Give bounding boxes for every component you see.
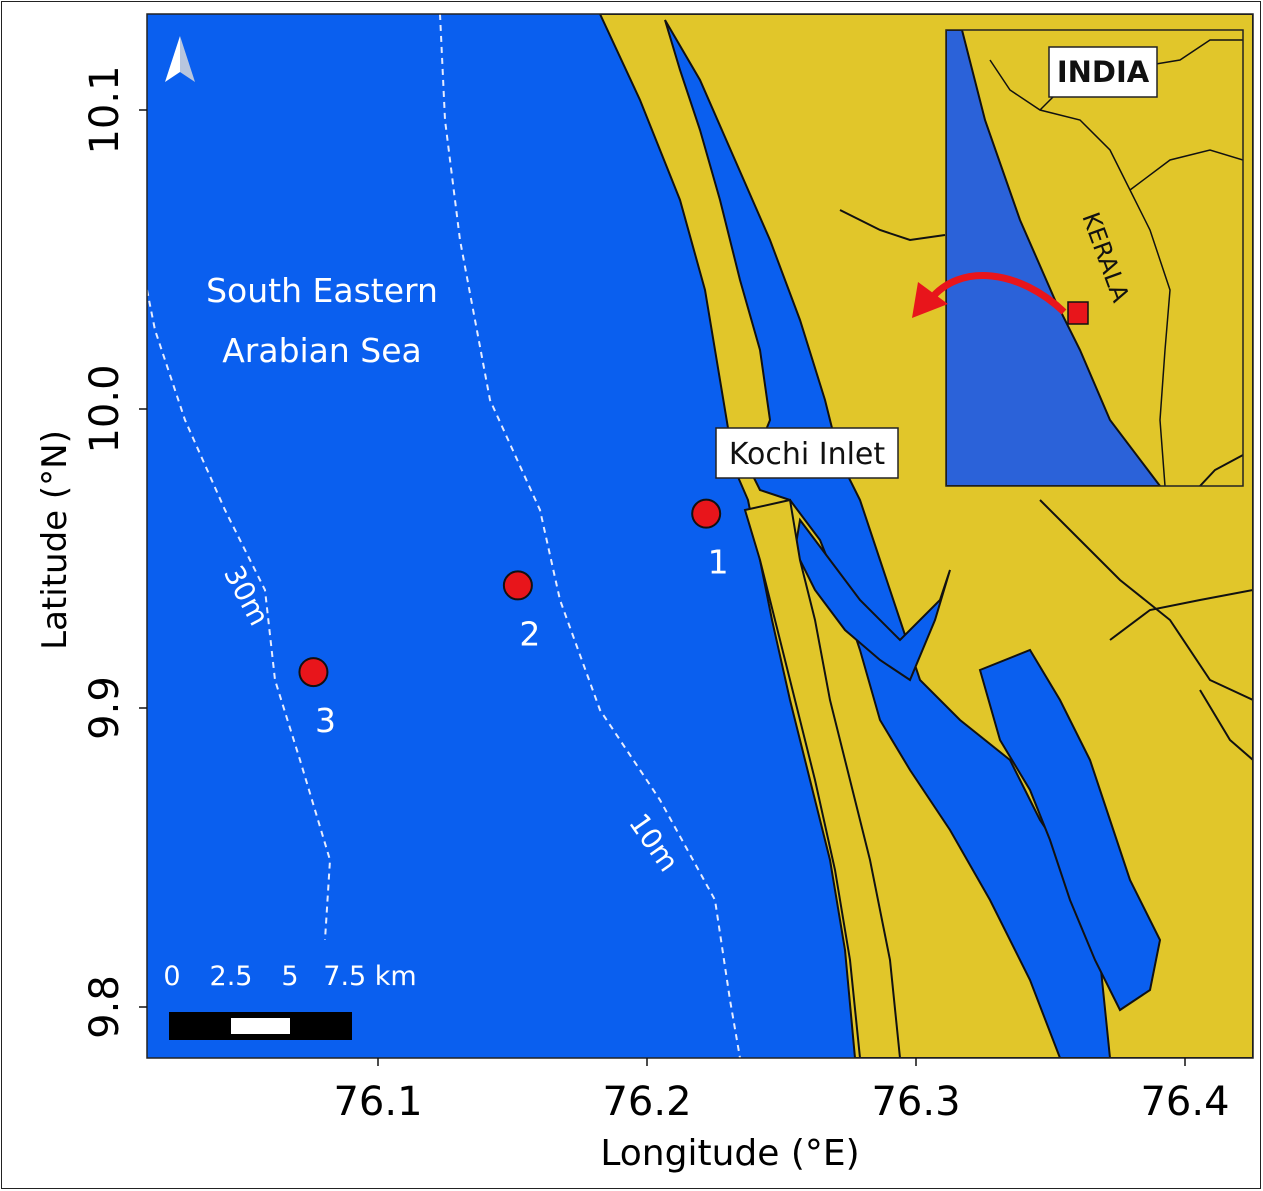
backwater-lake: [978, 648, 1162, 1012]
district-boundary: [839, 209, 1253, 761]
y-tick-10-1: 10.1: [82, 65, 128, 154]
locator-arrow-icon: [912, 282, 948, 318]
x-tick-76-2: 76.2: [602, 1079, 691, 1125]
sea-label-line2: Arabian Sea: [222, 331, 422, 370]
inset-country-label-box: [1048, 46, 1158, 98]
station-1-label: 1: [708, 543, 729, 582]
station-1-marker: [691, 498, 722, 529]
backwater-channel: [793, 517, 951, 682]
x-tick-76-1: 76.1: [333, 1079, 422, 1125]
y-tick-9-8: 9.8: [82, 975, 128, 1039]
scale-bar-white-segment: [231, 1018, 290, 1034]
inset-coast-east: [1199, 454, 1243, 486]
y-tick-9-9: 9.9: [82, 676, 128, 740]
y-axis-label: Latitude (°N): [35, 430, 75, 650]
inset-map: INDIA KERALA: [912, 29, 1244, 487]
station-2-marker: [502, 570, 533, 601]
station-3-marker: [298, 657, 329, 688]
y-tick-10-0: 10.0: [82, 364, 128, 453]
map-border: [146, 13, 1254, 1059]
station-3-label: 3: [315, 701, 336, 740]
contour-30m: [147, 289, 332, 941]
x-axis-label: Longitude (°E): [600, 1133, 859, 1174]
inset-sea: [946, 30, 1162, 486]
scale-tick-2-5: 2.5: [210, 961, 253, 992]
inlet-label: Kochi Inlet: [729, 437, 886, 472]
x-tick-76-4: 76.4: [1140, 1079, 1229, 1125]
scale-tick-5: 5: [281, 961, 298, 992]
inset-study-area-marker: [1067, 301, 1089, 325]
station-2-label: 2: [519, 614, 540, 653]
north-arrow-icon: [165, 36, 195, 82]
x-axis: 76.1 76.2 76.3 76.4 Longitude (°E): [333, 1058, 1230, 1174]
scale-bar: 0 2.5 5 7.5 km: [163, 961, 417, 1040]
sampling-stations: 1 2 3: [298, 498, 729, 740]
inset-border: [945, 29, 1244, 487]
scale-tick-7-5-km: 7.5 km: [323, 961, 416, 992]
sea-label-line1: South Eastern: [206, 271, 438, 310]
scale-tick-0: 0: [163, 961, 180, 992]
island: [743, 498, 902, 1058]
locator-arrow-shaft: [927, 272, 1067, 315]
y-axis: 10.1 10.0 9.9 9.8 Latitude (°N): [35, 65, 147, 1039]
x-tick-76-3: 76.3: [871, 1079, 960, 1125]
inset-country-label: INDIA: [1057, 55, 1150, 89]
inlet-label-box: [715, 427, 899, 479]
